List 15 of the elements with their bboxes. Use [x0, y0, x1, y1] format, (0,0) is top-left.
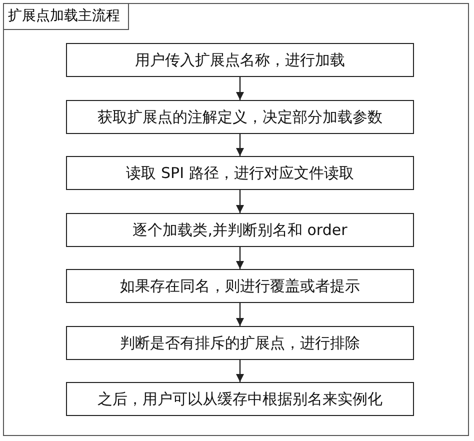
frame-title: 扩展点加载主流程: [4, 4, 129, 30]
process-box: 获取扩展点的注解定义，决定部分加载参数: [66, 100, 414, 134]
process-box: 逐个加载类,并判断别名和 order: [66, 213, 414, 247]
arrow: [236, 360, 244, 382]
arrow: [236, 247, 244, 269]
process-box: 用户传入扩展点名称，进行加载: [66, 43, 414, 77]
arrow: [236, 77, 244, 100]
process-box: 如果存在同名，则进行覆盖或者提示: [66, 269, 414, 303]
arrow: [236, 190, 244, 213]
process-box: 之后，用户可以从缓存中根据别名来实例化: [66, 382, 414, 416]
arrow: [236, 134, 244, 156]
arrow: [236, 303, 244, 326]
process-box: 判断是否有排斥的扩展点，进行排除: [66, 326, 414, 360]
process-box: 读取 SPI 路径，进行对应文件读取: [66, 156, 414, 190]
frame: [3, 3, 469, 436]
